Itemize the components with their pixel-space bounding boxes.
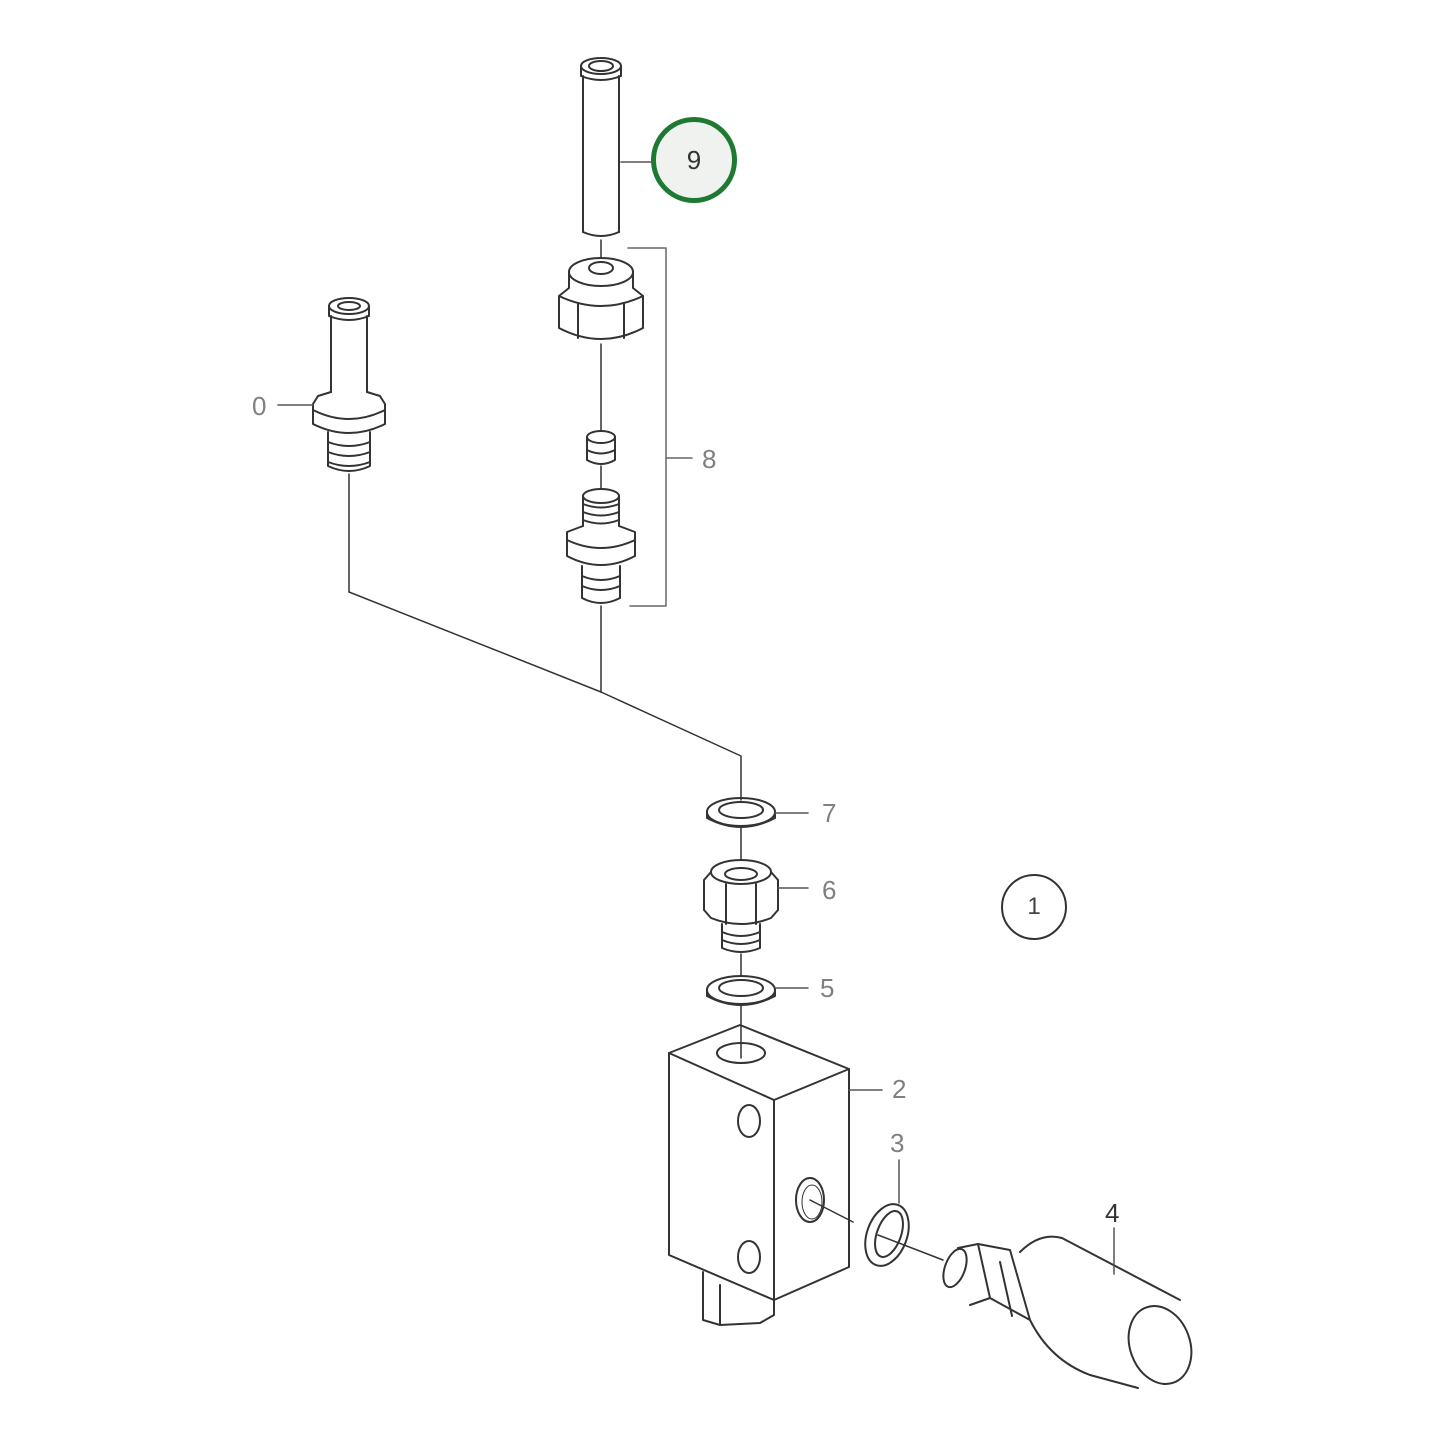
washer-part-7[interactable] bbox=[707, 798, 808, 860]
sensor-part-4[interactable] bbox=[939, 1228, 1202, 1393]
washer-part-3[interactable] bbox=[810, 1160, 943, 1272]
pipe-part-9[interactable] bbox=[581, 58, 668, 258]
label-part-2: 2 bbox=[892, 1074, 907, 1104]
callout-label-1: 1 bbox=[1027, 893, 1041, 920]
assembly-lines bbox=[349, 592, 741, 800]
label-part-5: 5 bbox=[820, 973, 835, 1003]
hose-nipple-part-0[interactable] bbox=[278, 298, 385, 592]
bracket-part-8 bbox=[628, 248, 692, 606]
label-part-3: 3 bbox=[890, 1128, 905, 1158]
label-part-8: 8 bbox=[702, 444, 717, 474]
callout-label-9: 9 bbox=[686, 144, 702, 175]
label-part-7: 7 bbox=[822, 798, 837, 828]
washer-part-5[interactable] bbox=[707, 976, 808, 1058]
compression-olive[interactable] bbox=[587, 431, 615, 488]
assembly-callout-1[interactable]: 1 bbox=[1001, 874, 1067, 940]
compression-nut[interactable] bbox=[559, 258, 643, 430]
label-part-0: 0 bbox=[252, 391, 267, 421]
union-fitting[interactable] bbox=[567, 489, 635, 692]
hex-adapter-part-6[interactable] bbox=[704, 860, 808, 976]
highlighted-callout-part-9[interactable]: 9 bbox=[651, 117, 737, 203]
label-part-6: 6 bbox=[822, 875, 837, 905]
label-part-4: 4 bbox=[1105, 1198, 1120, 1228]
valve-block-part-2[interactable] bbox=[669, 1025, 882, 1325]
